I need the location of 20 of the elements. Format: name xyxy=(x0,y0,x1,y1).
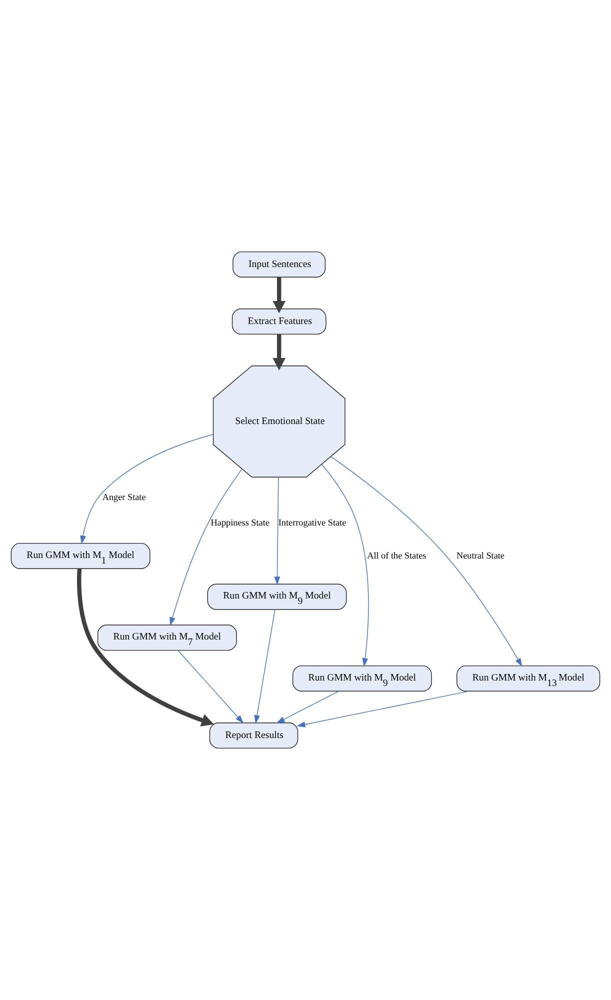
edge-label: Neutral State xyxy=(456,550,505,560)
edge-label: Happiness State xyxy=(210,517,270,528)
edge-label: Interrogative State xyxy=(278,517,346,528)
arrow xyxy=(330,456,522,667)
arrow xyxy=(170,468,242,626)
edge-label: All of the States xyxy=(367,550,426,560)
node-box: Report Results xyxy=(209,722,298,749)
arrow xyxy=(178,650,244,724)
edge-label: Anger State xyxy=(102,492,146,502)
arrow xyxy=(272,277,286,314)
arrow xyxy=(276,690,339,724)
arrow xyxy=(272,334,286,370)
arrow xyxy=(77,568,214,726)
arrow xyxy=(321,464,369,667)
arrow xyxy=(254,609,276,724)
node-box: Extract Features xyxy=(232,308,326,335)
arrow xyxy=(296,690,470,728)
node-box: Input Sentences xyxy=(232,251,326,278)
arrow xyxy=(274,476,280,586)
arrow xyxy=(80,434,214,544)
